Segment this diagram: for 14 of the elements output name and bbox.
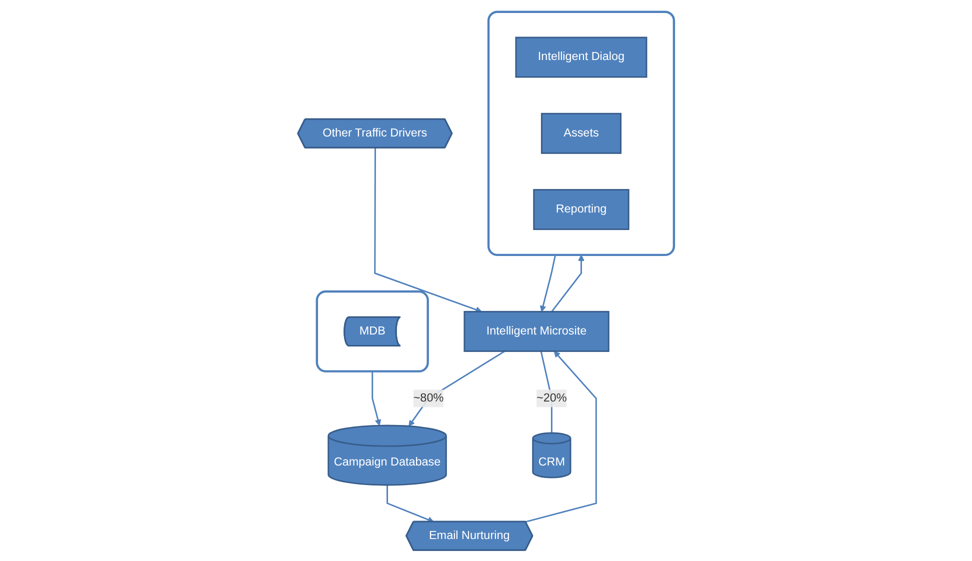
arrow bbox=[540, 254, 556, 312]
edge-label: ~20% bbox=[536, 391, 567, 404]
cluster bbox=[316, 290, 430, 372]
arrow bbox=[551, 254, 585, 312]
arrow bbox=[374, 148, 482, 312]
arrow bbox=[372, 370, 382, 426]
node-box: Intelligent Microsite bbox=[464, 310, 610, 352]
cluster bbox=[488, 10, 676, 256]
node-box: Assets bbox=[541, 112, 622, 154]
arrow bbox=[408, 350, 506, 426]
arrow bbox=[386, 484, 434, 522]
node-box: Intelligent Dialog bbox=[515, 36, 648, 78]
edge-label: ~80% bbox=[413, 391, 444, 404]
node-box: Reporting bbox=[533, 188, 630, 230]
